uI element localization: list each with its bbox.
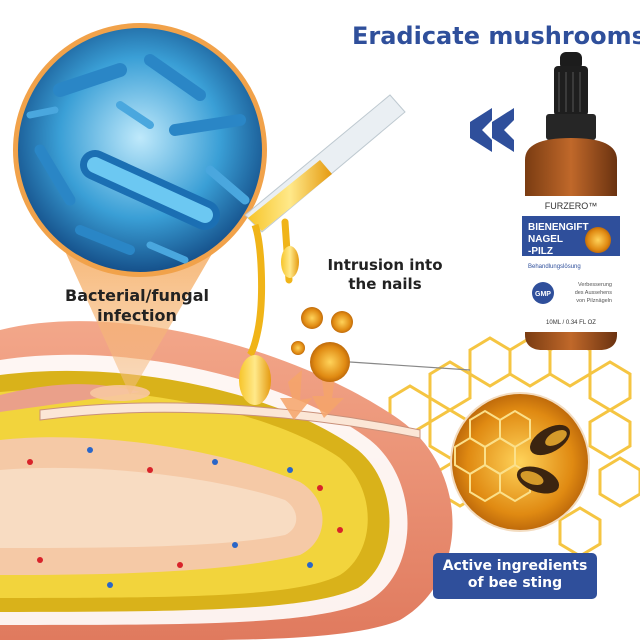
- intrusion-label: Intrusion into the nails: [305, 256, 465, 294]
- oil-drop: [281, 246, 299, 278]
- intrusion-label-line1: Intrusion into: [327, 256, 443, 274]
- infection-label: Bacterial/fungal infection: [42, 286, 232, 326]
- ingredients-badge-line2: of bee sting: [467, 574, 563, 591]
- bacteria-micrograph: [13, 23, 267, 277]
- dropper-pipette: [239, 94, 406, 405]
- ingredients-badge-line1: Active ingredients: [442, 558, 588, 574]
- product-bottle: [522, 52, 620, 350]
- product-desc-line3: von Pilznägeln: [576, 298, 612, 304]
- infection-label-line1: Bacterial/fungal: [65, 286, 209, 305]
- infection-label-line2: infection: [97, 306, 177, 325]
- product-name-line1: BIENENGIFT: [528, 222, 589, 233]
- nail-cross-section: [0, 321, 453, 640]
- double-chevron-left-icon: [470, 108, 514, 152]
- product-desc-line2: des Aussehens: [575, 290, 613, 296]
- product-subtitle: Behandlungslösung: [528, 264, 581, 270]
- intrusion-label-line2: the nails: [348, 274, 422, 293]
- zoom-cone: [60, 240, 220, 395]
- bee-honeycomb-closeup: [450, 392, 590, 532]
- intrusion-arrows: [280, 370, 344, 420]
- honeycomb-spheres: [291, 307, 471, 382]
- product-name-line2: NAGEL: [528, 234, 563, 245]
- product-brand: FURZERO™: [545, 201, 598, 211]
- gmp-seal-icon: [532, 282, 554, 304]
- ingredients-badge: Active ingredients of bee sting: [433, 553, 597, 599]
- headline: Eradicate mushrooms: [352, 22, 640, 50]
- gmp-seal-label: GMP: [535, 291, 551, 298]
- oil-drop: [239, 355, 271, 405]
- blood-cells: [27, 447, 343, 588]
- product-volume: 10ML / 0.34 FL OZ: [546, 320, 596, 326]
- product-desc-line1: Verbesserung: [578, 282, 612, 288]
- product-name-line3: -PILZ: [528, 246, 553, 257]
